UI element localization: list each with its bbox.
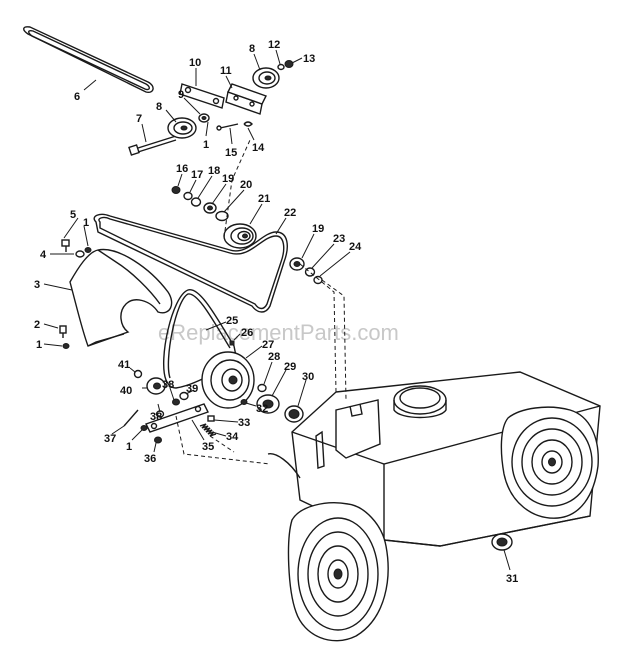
leader-lines [43, 49, 511, 571]
part-1-nut-upper [84, 247, 92, 253]
callout-21: 21 [258, 193, 270, 205]
callout-14: 14 [252, 142, 265, 154]
part-37-cotter-pin [123, 409, 139, 427]
part-34-spring [199, 423, 217, 437]
part-14-clip [243, 121, 253, 127]
callout-12: 12 [268, 39, 280, 51]
part-26-key [229, 340, 235, 346]
callout-37: 37 [104, 433, 116, 445]
callout-19-lower: 19 [312, 223, 324, 235]
part-3-belt-guard [69, 248, 173, 347]
part-16-nut [171, 186, 181, 194]
part-10-bracket [179, 83, 225, 109]
callout-40: 40 [120, 385, 132, 397]
callout-labels: 6 7 8 9 10 11 8 12 13 14 15 1 16 17 18 1… [34, 39, 518, 585]
part-19-bearing-lower [289, 257, 305, 271]
part-13-nut [284, 60, 294, 68]
part-30-bearing [284, 405, 304, 423]
callout-25: 25 [226, 315, 238, 327]
part-22-belt [93, 213, 288, 313]
part-40-idler-pulley [146, 377, 166, 395]
callout-19-upper: 19 [222, 173, 234, 185]
callout-36: 36 [144, 453, 156, 465]
callout-9: 9 [178, 89, 184, 101]
callout-38-lower: 38 [150, 411, 162, 423]
callout-34: 34 [226, 431, 239, 443]
callout-16: 16 [176, 163, 188, 175]
callout-15: 15 [225, 147, 237, 159]
part-1-nut-lower [62, 343, 70, 349]
callout-20: 20 [240, 179, 252, 191]
callout-23: 23 [333, 233, 345, 245]
part-27-engine-pulley [201, 351, 255, 409]
callout-7: 7 [136, 113, 142, 125]
callout-29: 29 [284, 361, 296, 373]
callout-1-idler: 1 [126, 441, 132, 453]
callout-10: 10 [189, 57, 201, 69]
callout-24: 24 [349, 241, 362, 253]
callout-26: 26 [241, 327, 253, 339]
part-28-screw [257, 383, 267, 393]
callout-33: 33 [238, 417, 250, 429]
callout-1-upper-left: 1 [83, 217, 89, 229]
callout-18: 18 [208, 165, 220, 177]
callout-17: 17 [191, 169, 203, 181]
part-33-screw [207, 415, 215, 422]
callout-35: 35 [202, 441, 214, 453]
callout-4: 4 [40, 249, 47, 261]
part-4-washer [75, 250, 85, 258]
part-21-double-pulley [223, 223, 257, 249]
part-35-idler-arm [145, 403, 209, 433]
callout-8-upper: 8 [249, 43, 255, 55]
part-39-spacer [179, 391, 189, 401]
callout-39: 39 [186, 383, 198, 395]
callout-22: 22 [284, 207, 296, 219]
watermark-text: eReplacementParts.com [158, 320, 399, 345]
callout-28: 28 [268, 351, 280, 363]
part-11-angle-bracket [225, 83, 267, 115]
part-19-bearing-upper [203, 202, 217, 214]
part-12-washer [277, 63, 285, 71]
callout-32: 32 [256, 403, 268, 415]
part-18-washer [190, 197, 202, 207]
callout-6: 6 [74, 91, 80, 103]
assembly-dash-lines [175, 139, 347, 465]
part-6-belt [23, 26, 154, 94]
part-17-washer [183, 191, 193, 201]
auger-housing [267, 371, 601, 642]
callout-11: 11 [220, 65, 232, 77]
part-38-washer-upper [172, 398, 180, 406]
part-2-screw [59, 325, 67, 338]
callout-41: 41 [118, 359, 130, 371]
callout-5: 5 [70, 209, 76, 221]
callout-1-top: 1 [203, 139, 209, 151]
part-41-bolt [133, 369, 143, 379]
callout-2: 2 [34, 319, 40, 331]
part-8-pulley-right [252, 67, 280, 89]
part-20-spacer [215, 210, 229, 222]
callout-8-lower: 8 [156, 101, 162, 113]
part-8-pulley-left [167, 117, 197, 139]
part-7-bolt [128, 135, 177, 156]
callout-13: 13 [303, 53, 315, 65]
part-29-flange [256, 394, 280, 414]
callout-30: 30 [302, 371, 314, 383]
part-24-nut [313, 275, 323, 285]
part-36-nut [154, 436, 162, 444]
callout-31: 31 [506, 573, 518, 585]
part-31-bearing-flange [491, 533, 513, 551]
part-32-set-screw [240, 399, 248, 405]
callout-27: 27 [262, 339, 274, 351]
part-1-nut-idler [140, 425, 148, 431]
callout-1-lower-left: 1 [36, 339, 42, 351]
part-9-nut [198, 113, 210, 123]
callout-38-upper: 38 [162, 379, 174, 391]
part-5-screw [61, 239, 70, 252]
callout-3: 3 [34, 279, 40, 291]
part-15-pin [216, 123, 239, 131]
